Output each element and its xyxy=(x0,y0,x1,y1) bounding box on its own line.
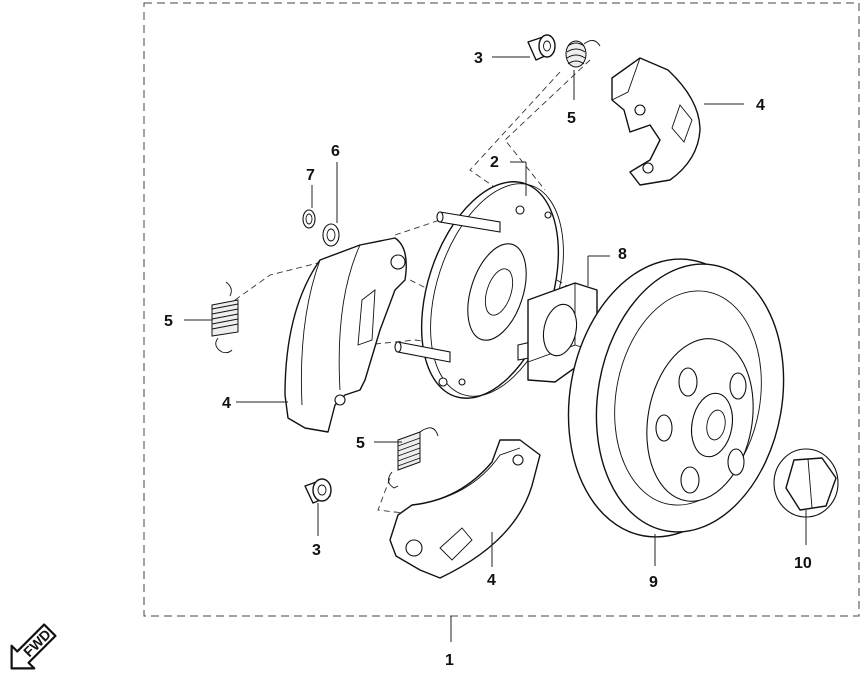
callout-4-bottom: 4 xyxy=(487,572,496,589)
callout-4-top: 4 xyxy=(756,97,765,114)
callout-4-left: 4 xyxy=(222,395,231,412)
brake-plate xyxy=(394,181,564,399)
callout-5-bottom: 5 xyxy=(356,435,365,452)
assembly-boundary xyxy=(143,2,860,617)
brake-shoe-top xyxy=(611,57,701,186)
spring-left xyxy=(211,281,239,354)
callout-1: 1 xyxy=(445,652,454,669)
flange-nut xyxy=(773,448,839,518)
callout-3-bottom: 3 xyxy=(312,542,321,559)
callout-7: 7 xyxy=(306,167,315,184)
callout-3-top: 3 xyxy=(474,50,483,67)
bushing-bottom xyxy=(304,478,332,504)
callout-9: 9 xyxy=(649,574,658,591)
retaining-clip xyxy=(302,209,316,229)
callout-10: 10 xyxy=(794,555,812,572)
spring-bottom xyxy=(388,427,439,489)
callout-8: 8 xyxy=(618,246,627,263)
bushing-top xyxy=(527,34,556,61)
fwd-arrow-icon: FWD xyxy=(10,623,57,670)
brake-shoe-left xyxy=(284,237,407,433)
callout-5-left: 5 xyxy=(164,313,173,330)
callout-2: 2 xyxy=(490,154,499,171)
washer xyxy=(322,223,340,247)
callout-5-top: 5 xyxy=(567,110,576,127)
wheel xyxy=(567,258,785,538)
brake-shoe-bottom xyxy=(389,439,541,579)
spring-top xyxy=(565,40,601,68)
callout-6: 6 xyxy=(331,143,340,160)
